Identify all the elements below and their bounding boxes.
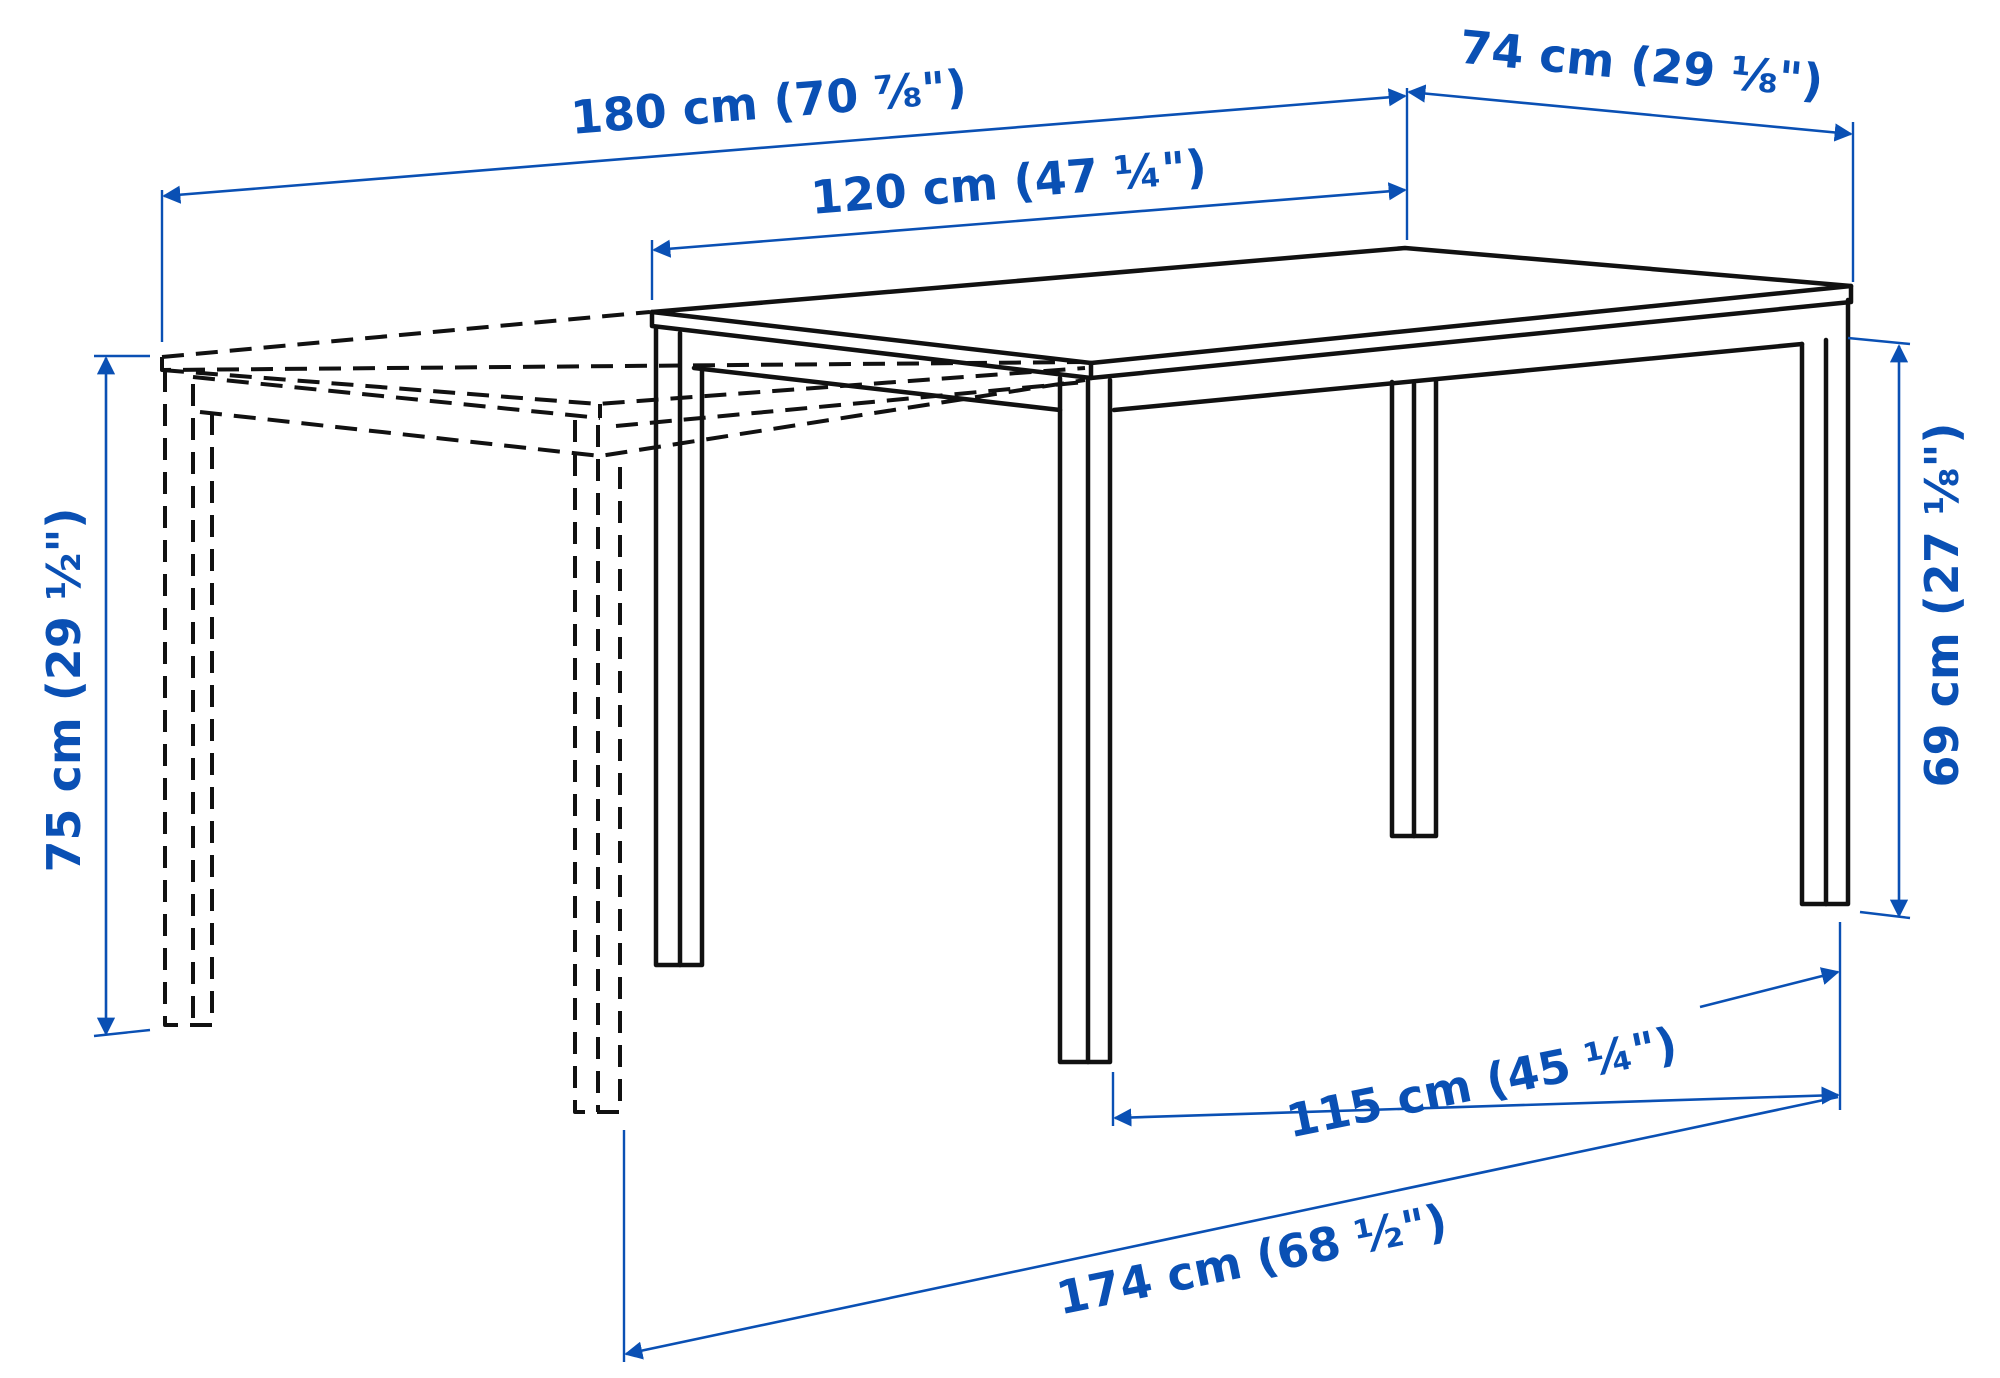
ext-line-69-bottom [1859,910,1911,920]
label-total-height: 75 cm (29 ½") [37,508,91,873]
table-outline [649,245,1854,1065]
label-leg-span-base: 115 cm (45 ¼") [1282,1016,1682,1148]
label-depth: 74 cm (29 ⅛") [1457,20,1825,109]
table-extension-outline [160,310,1086,1114]
ext-line-75-bottom [93,1028,151,1038]
dim-line-174 [624,1095,1839,1360]
dim-line-174-top-segment [1699,967,1840,1009]
dim-line-120 [652,182,1407,258]
label-leg-clearance-height: 69 cm (27 ⅛") [1915,423,1969,788]
dim-line-115 [1113,1086,1840,1127]
dim-line-180 [162,88,1407,204]
dimension-lines [93,84,1911,1362]
label-tabletop-length: 120 cm (47 ¼") [809,139,1209,225]
ext-line-69-top [1847,336,1911,346]
dim-line-74 [1407,84,1853,142]
label-extended-length: 180 cm (70 ⅞") [569,59,969,145]
label-leg-span-extended: 174 cm (68 ½") [1052,1193,1452,1325]
